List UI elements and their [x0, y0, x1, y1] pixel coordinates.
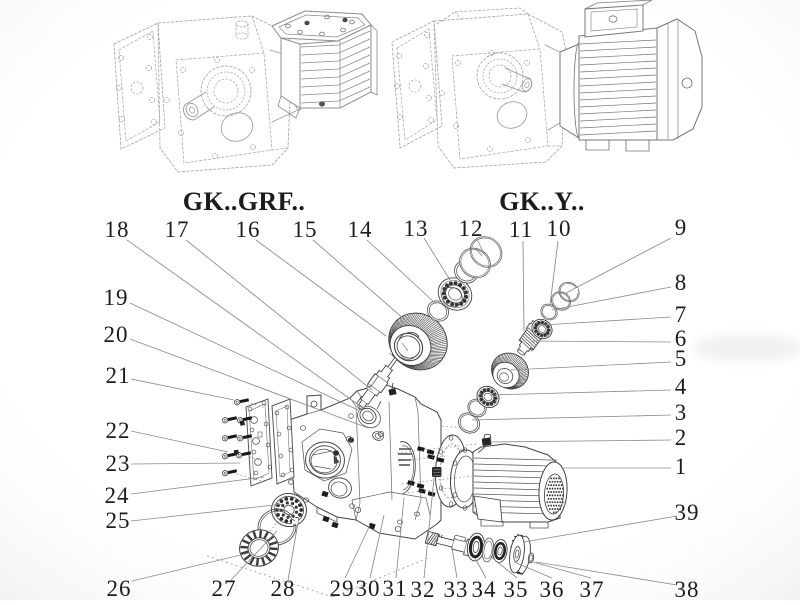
svg-text:2: 2	[675, 425, 688, 450]
svg-text:29: 29	[330, 576, 355, 600]
svg-text:19: 19	[104, 285, 129, 310]
svg-text:7: 7	[675, 302, 688, 327]
svg-text:GK..GRF..: GK..GRF..	[183, 187, 306, 216]
svg-text:GK..Y..: GK..Y..	[499, 187, 585, 216]
svg-text:12: 12	[459, 216, 484, 241]
svg-text:6: 6	[675, 326, 688, 351]
svg-text:3: 3	[675, 400, 688, 425]
svg-text:34: 34	[472, 577, 497, 600]
svg-text:32: 32	[411, 577, 436, 600]
svg-text:26: 26	[107, 576, 132, 600]
svg-text:4: 4	[675, 374, 688, 399]
svg-text:24: 24	[105, 483, 130, 508]
svg-text:22: 22	[106, 418, 131, 443]
svg-text:39: 39	[675, 500, 700, 525]
svg-text:31: 31	[383, 576, 408, 600]
svg-text:14: 14	[348, 217, 373, 242]
svg-text:20: 20	[104, 322, 129, 347]
svg-text:25: 25	[106, 508, 131, 533]
svg-text:36: 36	[540, 577, 565, 600]
svg-text:1: 1	[675, 454, 688, 479]
svg-text:8: 8	[675, 270, 688, 295]
svg-text:35: 35	[504, 577, 529, 600]
svg-text:30: 30	[356, 576, 381, 600]
svg-text:9: 9	[675, 215, 688, 240]
svg-text:38: 38	[675, 577, 700, 600]
svg-text:11: 11	[509, 217, 533, 242]
svg-text:23: 23	[106, 451, 131, 476]
svg-text:16: 16	[236, 217, 261, 242]
svg-text:15: 15	[293, 217, 318, 242]
svg-text:37: 37	[580, 577, 605, 600]
svg-text:10: 10	[547, 216, 572, 241]
svg-text:18: 18	[105, 217, 130, 242]
svg-text:33: 33	[444, 577, 469, 600]
svg-text:27: 27	[212, 576, 237, 600]
svg-text:13: 13	[404, 216, 429, 241]
svg-text:28: 28	[271, 576, 296, 600]
svg-text:17: 17	[165, 217, 190, 242]
svg-text:21: 21	[106, 363, 131, 388]
svg-text:5: 5	[675, 346, 688, 371]
